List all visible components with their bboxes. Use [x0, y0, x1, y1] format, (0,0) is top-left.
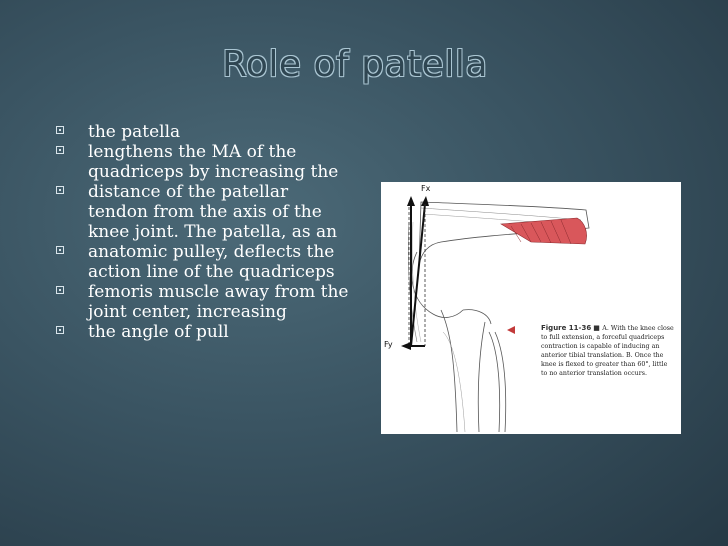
quadriceps-muscle — [500, 217, 587, 245]
square-bullet-icon — [56, 286, 64, 294]
fy-label: Fy — [384, 340, 393, 349]
square-bullet-icon — [56, 186, 64, 194]
bullet-text: femoris muscle away from the joint cente… — [88, 282, 349, 322]
caption-figure-label: Figure 11-36 — [541, 324, 592, 332]
bullet-text: lengthens the MA of the quadriceps by in… — [88, 142, 339, 182]
square-bullet-icon — [56, 146, 64, 154]
knee-figure: Fx Fy Figure 11-36 ■ A. With the knee cl… — [381, 182, 681, 434]
bullet-item: anatomic pulley, deflects the action lin… — [52, 242, 352, 282]
knee-illustration — [401, 196, 590, 433]
bullet-text: distance of the patellar tendon from the… — [88, 182, 338, 242]
bullet-item: distance of the patellar tendon from the… — [52, 182, 352, 242]
bullet-text: anatomic pulley, deflects the action lin… — [88, 242, 335, 282]
bullet-text: the patella — [88, 122, 181, 142]
square-bullet-icon — [56, 326, 64, 334]
square-bullet-icon — [56, 126, 64, 134]
caption-text: A. With the knee close to full extension… — [541, 325, 674, 377]
caption-square-icon: ■ — [593, 324, 603, 332]
caption-arrow-icon — [507, 326, 515, 334]
square-bullet-icon — [56, 246, 64, 254]
slide-title: Role of patella — [222, 44, 488, 85]
bullet-text: the angle of pull — [88, 322, 229, 342]
figure-caption: Figure 11-36 ■ A. With the knee close to… — [541, 324, 675, 378]
bullet-item: femoris muscle away from the joint cente… — [52, 282, 352, 322]
bullet-item: lengthens the MA of the quadriceps by in… — [52, 142, 352, 182]
bullet-list: the patella lengthens the MA of the quad… — [52, 122, 352, 342]
bullet-item: the angle of pull — [52, 322, 352, 342]
fx-label: Fx — [421, 184, 431, 193]
bullet-item: the patella — [52, 122, 352, 142]
